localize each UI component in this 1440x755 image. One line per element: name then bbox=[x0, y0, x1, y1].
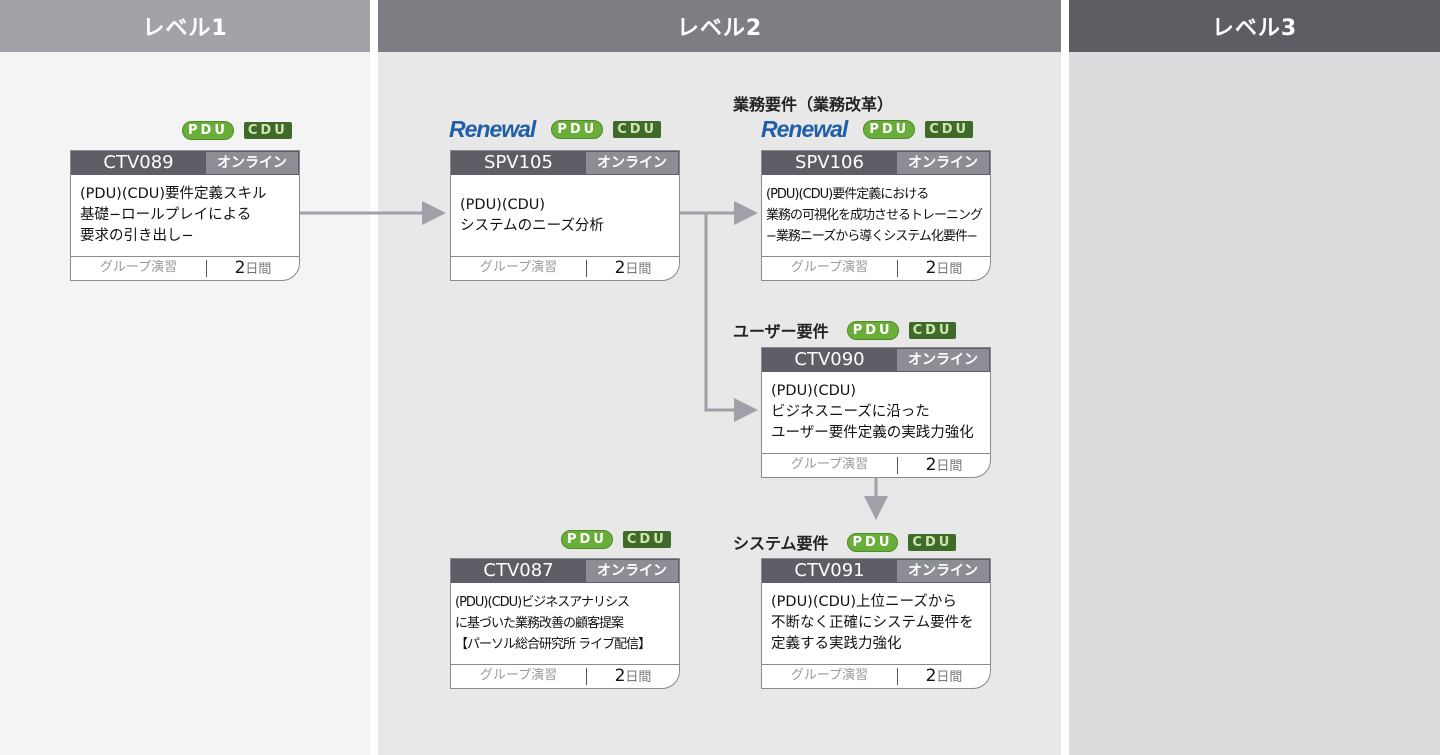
card-header: CTV089 オンライン bbox=[71, 151, 299, 175]
pdu-badge: PDU bbox=[846, 532, 899, 552]
card-header: SPV106 オンライン bbox=[762, 151, 990, 175]
label-business: 業務要件（業務改革） bbox=[733, 95, 894, 114]
renewal-logo: Renewal bbox=[761, 116, 848, 142]
online-badge: オンライン bbox=[897, 349, 989, 371]
course-card-spv106[interactable]: SPV106 オンライン (PDU)(CDU)要件定義における 業務の可視化を成功… bbox=[761, 150, 991, 281]
level-3-column: レベル3 bbox=[1069, 0, 1440, 755]
course-format: グループ演習 bbox=[451, 260, 587, 277]
course-format: グループ演習 bbox=[762, 457, 898, 474]
course-code: CTV089 bbox=[103, 152, 174, 173]
duration-unit: 日間 bbox=[625, 670, 652, 685]
online-badge: オンライン bbox=[897, 560, 989, 582]
duration-unit: 日間 bbox=[936, 459, 963, 474]
course-format: グループ演習 bbox=[762, 668, 898, 685]
course-duration: 2日間 bbox=[898, 257, 990, 280]
online-badge: オンライン bbox=[586, 152, 678, 174]
cdu-badge: CDU bbox=[613, 121, 662, 138]
course-code: SPV106 bbox=[795, 152, 864, 173]
badges-ctv091: システム要件 PDU CDU bbox=[733, 530, 957, 554]
course-duration: 2日間 bbox=[587, 257, 679, 280]
badges-spv105: Renewal PDU CDU bbox=[449, 116, 662, 143]
badges-ctv087: PDU CDU bbox=[561, 530, 671, 549]
card-header: SPV105 オンライン bbox=[451, 151, 679, 175]
course-duration: 2日間 bbox=[898, 454, 990, 477]
course-duration: 2日間 bbox=[207, 257, 299, 280]
pdu-badge: PDU bbox=[561, 530, 613, 549]
duration-unit: 日間 bbox=[936, 262, 963, 277]
pdu-badge: PDU bbox=[846, 320, 899, 340]
renewal-logo: Renewal bbox=[449, 116, 536, 142]
level-2-header: レベル2 bbox=[378, 0, 1061, 52]
online-badge: オンライン bbox=[586, 560, 678, 582]
course-format: グループ演習 bbox=[762, 260, 898, 277]
course-format: グループ演習 bbox=[451, 668, 587, 685]
duration-unit: 日間 bbox=[936, 670, 963, 685]
duration-days: 2 bbox=[614, 666, 626, 686]
card-header: CTV087 オンライン bbox=[451, 559, 679, 583]
course-card-ctv087[interactable]: CTV087 オンライン (PDU)(CDU)ビジネスアナリシス に基づいた業務改… bbox=[450, 558, 680, 689]
course-code: CTV087 bbox=[483, 560, 554, 581]
badges-ctv090: ユーザー要件 PDU CDU bbox=[733, 318, 957, 342]
course-code: CTV090 bbox=[794, 349, 865, 370]
cdu-badge: CDU bbox=[243, 122, 292, 139]
course-title[interactable]: (PDU)(CDU) ビジネスニーズに沿った ユーザー要件定義の実践力強化 bbox=[771, 383, 974, 441]
course-title[interactable]: (PDU)(CDU)ビジネスアナリシス に基づいた業務改善の顧客提案 【パーソル… bbox=[455, 595, 651, 652]
course-card-spv105[interactable]: SPV105 オンライン (PDU)(CDU) システムのニーズ分析 グループ演習… bbox=[450, 150, 680, 281]
label-system: システム要件 bbox=[733, 534, 829, 553]
badges-spv106: Renewal PDU CDU bbox=[761, 116, 974, 143]
course-title[interactable]: (PDU)(CDU)要件定義スキル 基礎−ロールプレイによる 要求の引き出し− bbox=[80, 186, 267, 244]
course-title[interactable]: (PDU)(CDU) システムのニーズ分析 bbox=[460, 196, 604, 234]
card-header: CTV090 オンライン bbox=[762, 348, 990, 372]
course-card-ctv091[interactable]: CTV091 オンライン (PDU)(CDU)上位ニーズから 不断なく正確にシステ… bbox=[761, 558, 991, 689]
cdu-badge: CDU bbox=[925, 121, 974, 138]
duration-unit: 日間 bbox=[245, 262, 272, 277]
duration-days: 2 bbox=[614, 258, 626, 278]
online-badge: オンライン bbox=[206, 152, 298, 174]
course-card-ctv089[interactable]: CTV089 オンライン (PDU)(CDU)要件定義スキル 基礎−ロールプレイに… bbox=[70, 150, 300, 281]
duration-unit: 日間 bbox=[625, 262, 652, 277]
course-format: グループ演習 bbox=[71, 260, 207, 277]
cdu-badge: CDU bbox=[908, 321, 957, 339]
duration-days: 2 bbox=[234, 258, 246, 278]
course-title[interactable]: (PDU)(CDU)上位ニーズから 不断なく正確にシステム要件を 定義する実践力… bbox=[771, 594, 974, 652]
course-duration: 2日間 bbox=[587, 665, 679, 688]
label-user: ユーザー要件 bbox=[733, 322, 829, 341]
arrow-spv105-ctv090 bbox=[704, 213, 758, 422]
course-duration: 2日間 bbox=[898, 665, 990, 688]
level-1-header: レベル1 bbox=[0, 0, 370, 52]
badges-ctv089: PDU CDU bbox=[182, 121, 292, 140]
online-badge: オンライン bbox=[897, 152, 989, 174]
course-title[interactable]: (PDU)(CDU)要件定義における 業務の可視化を成功させるトレーニング −業… bbox=[766, 187, 983, 244]
cdu-badge: CDU bbox=[908, 533, 957, 551]
cdu-badge: CDU bbox=[622, 531, 671, 548]
course-card-ctv090[interactable]: CTV090 オンライン (PDU)(CDU) ビジネスニーズに沿った ユーザー要… bbox=[761, 347, 991, 478]
course-code: CTV091 bbox=[794, 560, 865, 581]
duration-days: 2 bbox=[925, 258, 937, 278]
duration-days: 2 bbox=[925, 455, 937, 475]
pdu-badge: PDU bbox=[551, 120, 604, 139]
duration-days: 2 bbox=[925, 666, 937, 686]
level-3-header: レベル3 bbox=[1069, 0, 1440, 52]
pdu-badge: PDU bbox=[182, 121, 234, 140]
card-header: CTV091 オンライン bbox=[762, 559, 990, 583]
course-code: SPV105 bbox=[484, 152, 553, 173]
pdu-badge: PDU bbox=[863, 120, 916, 139]
